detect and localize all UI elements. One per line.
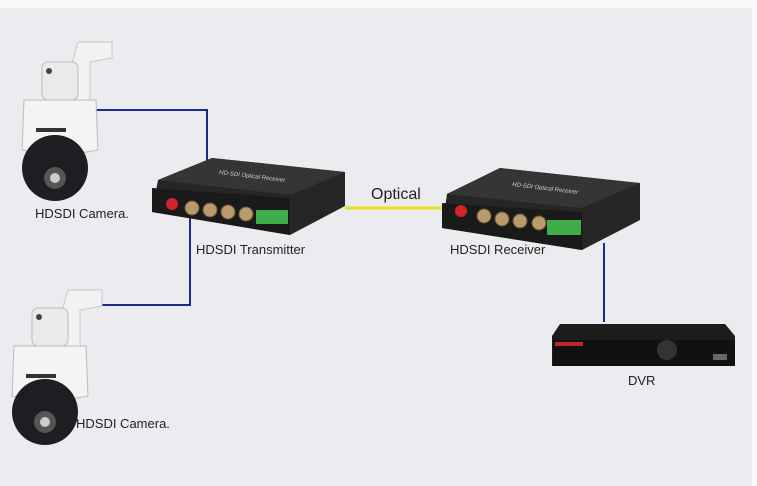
label-optical: Optical — [371, 186, 421, 203]
camera-top — [21, 41, 113, 201]
camera-bottom — [11, 289, 103, 445]
coax-line-camera-bottom — [100, 212, 191, 306]
hdsdi-transmitter-device: HD-SDI Optical Receiver — [152, 158, 345, 235]
coax-line-camera-top — [92, 109, 208, 166]
label-receiver: HDSDI Receiver — [450, 242, 546, 257]
hdsdi-receiver-device: HD-SDI Optical Receiver — [442, 168, 640, 250]
right-band — [752, 0, 757, 486]
label-transmitter: HDSDI Transmitter — [196, 242, 306, 257]
label-camera-bottom: HDSDI Camera. — [76, 416, 170, 431]
top-band — [0, 0, 757, 8]
dvr-device — [552, 324, 735, 366]
label-camera-top: HDSDI Camera. — [35, 206, 129, 221]
label-dvr: DVR — [628, 373, 656, 388]
